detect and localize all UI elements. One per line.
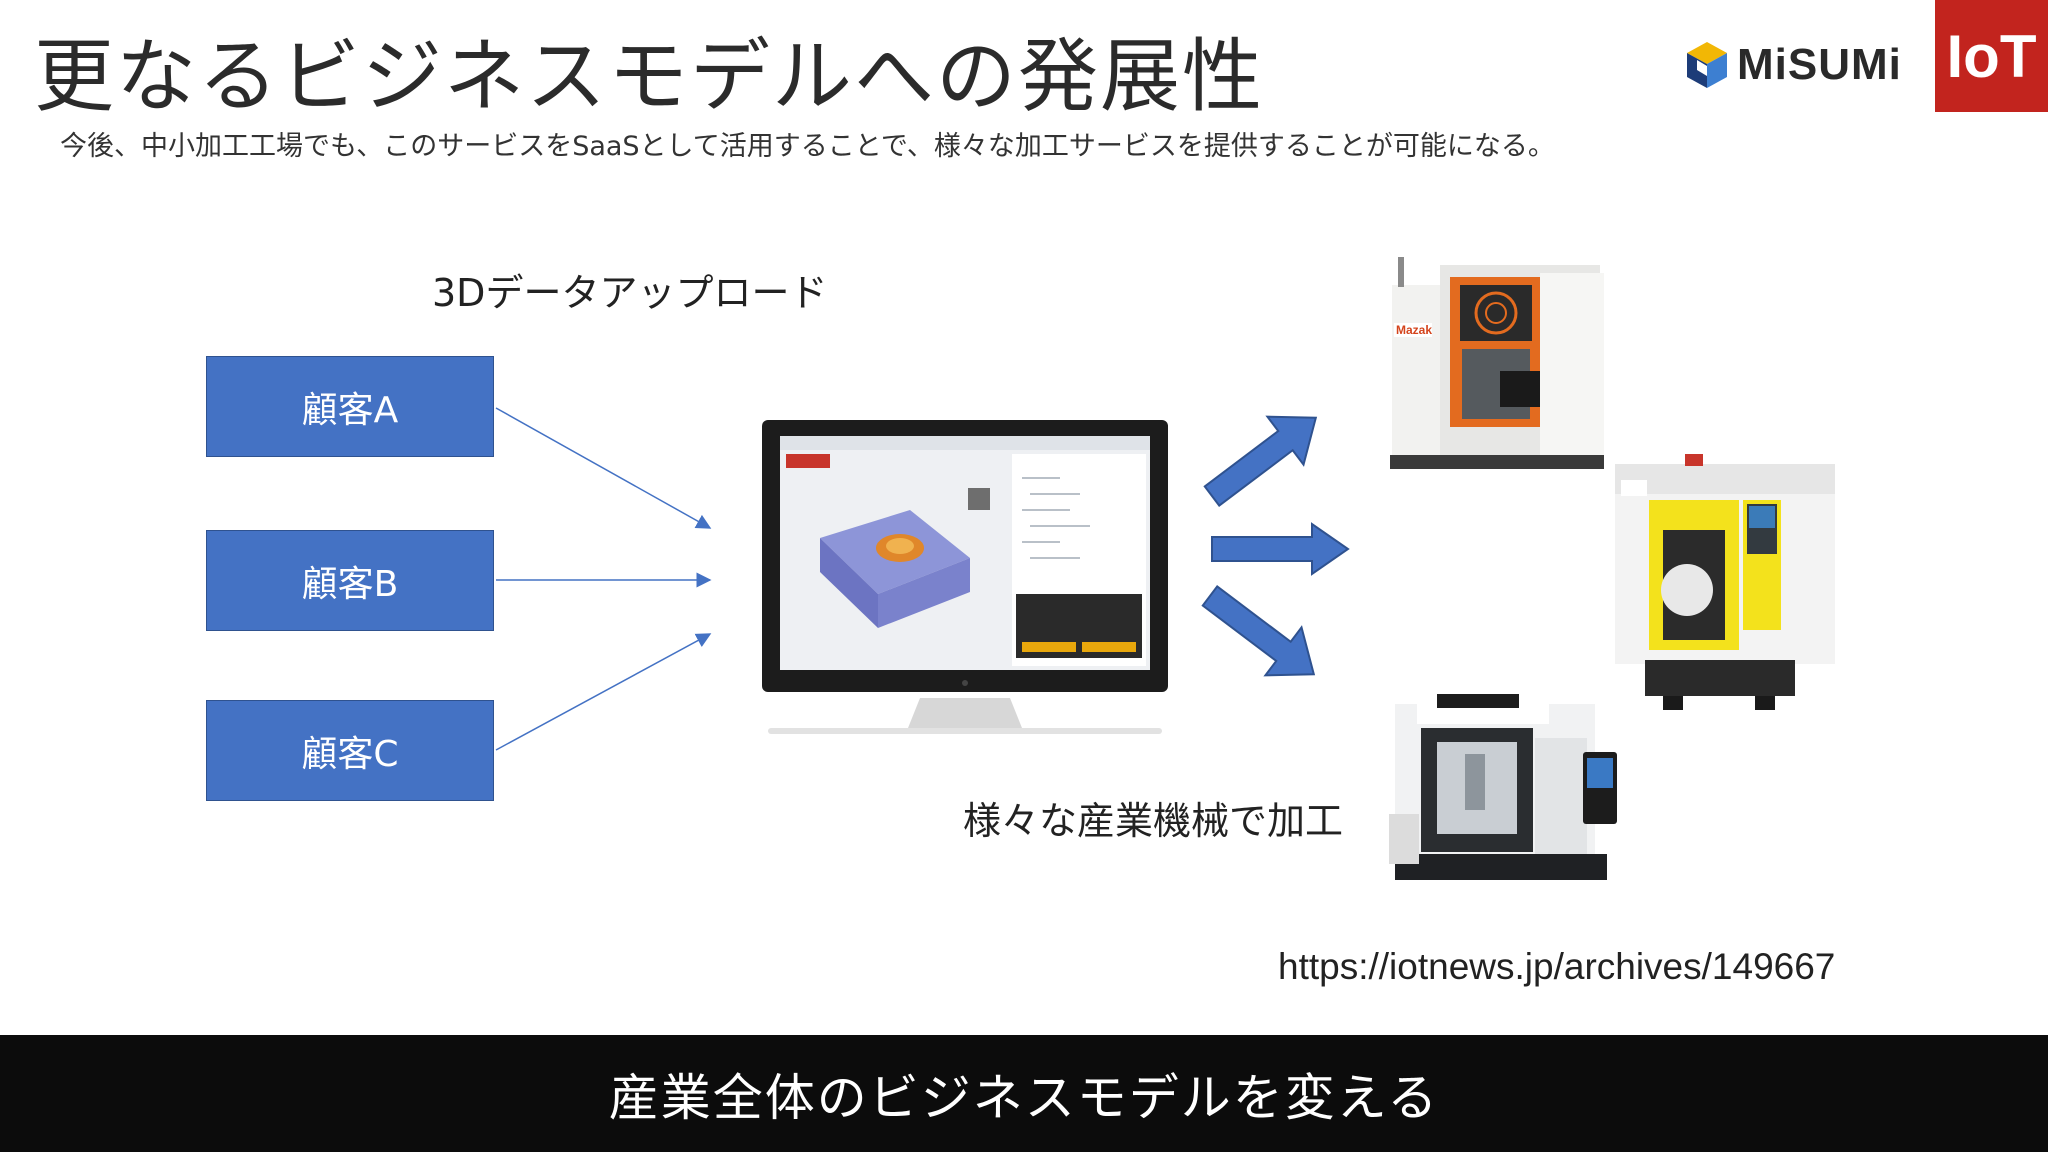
mazak-brand-text: Mazak <box>1396 323 1432 337</box>
footer-banner: 産業全体のビジネスモデルを変える <box>0 1035 2048 1152</box>
customer-c-arrow <box>495 633 712 751</box>
cube-logo-icon <box>1687 42 1727 88</box>
customer-box-b: 顧客B <box>206 530 494 631</box>
fanuc-machine-image <box>1615 454 1835 710</box>
block-arrow-up <box>1203 415 1318 507</box>
customer-box-c: 顧客C <box>206 700 494 801</box>
machining-label: 様々な産業機械で加工 <box>963 799 1344 843</box>
block-arrow-right <box>1211 522 1350 576</box>
slide-subtitle: 今後、中小加工工場でも、このサービスをSaaSとして活用することで、様々な加工サ… <box>60 131 1555 162</box>
mazak-machine-image: Mazak <box>1390 257 1604 469</box>
customer-a-arrow <box>495 407 712 529</box>
dmg-machine-image <box>1389 688 1617 880</box>
misumi-logo-text: MiSUMi <box>1737 40 1902 89</box>
block-arrow-down <box>1201 585 1316 677</box>
footer-text: 産業全体のビジネスモデルを変える <box>608 1068 1440 1127</box>
upload-label: 3Dデータアップロード <box>432 271 828 315</box>
slide-title: 更なるビジネスモデルへの発展性 <box>34 30 1264 123</box>
iot-badge: IoT <box>1935 0 2048 112</box>
source-url[interactable]: https://iotnews.jp/archives/149667 <box>1278 946 1836 987</box>
customer-box-a: 顧客A <box>206 356 494 457</box>
misumi-logo: MiSUMi <box>1685 40 1902 90</box>
cad-monitor-image <box>762 420 1168 734</box>
